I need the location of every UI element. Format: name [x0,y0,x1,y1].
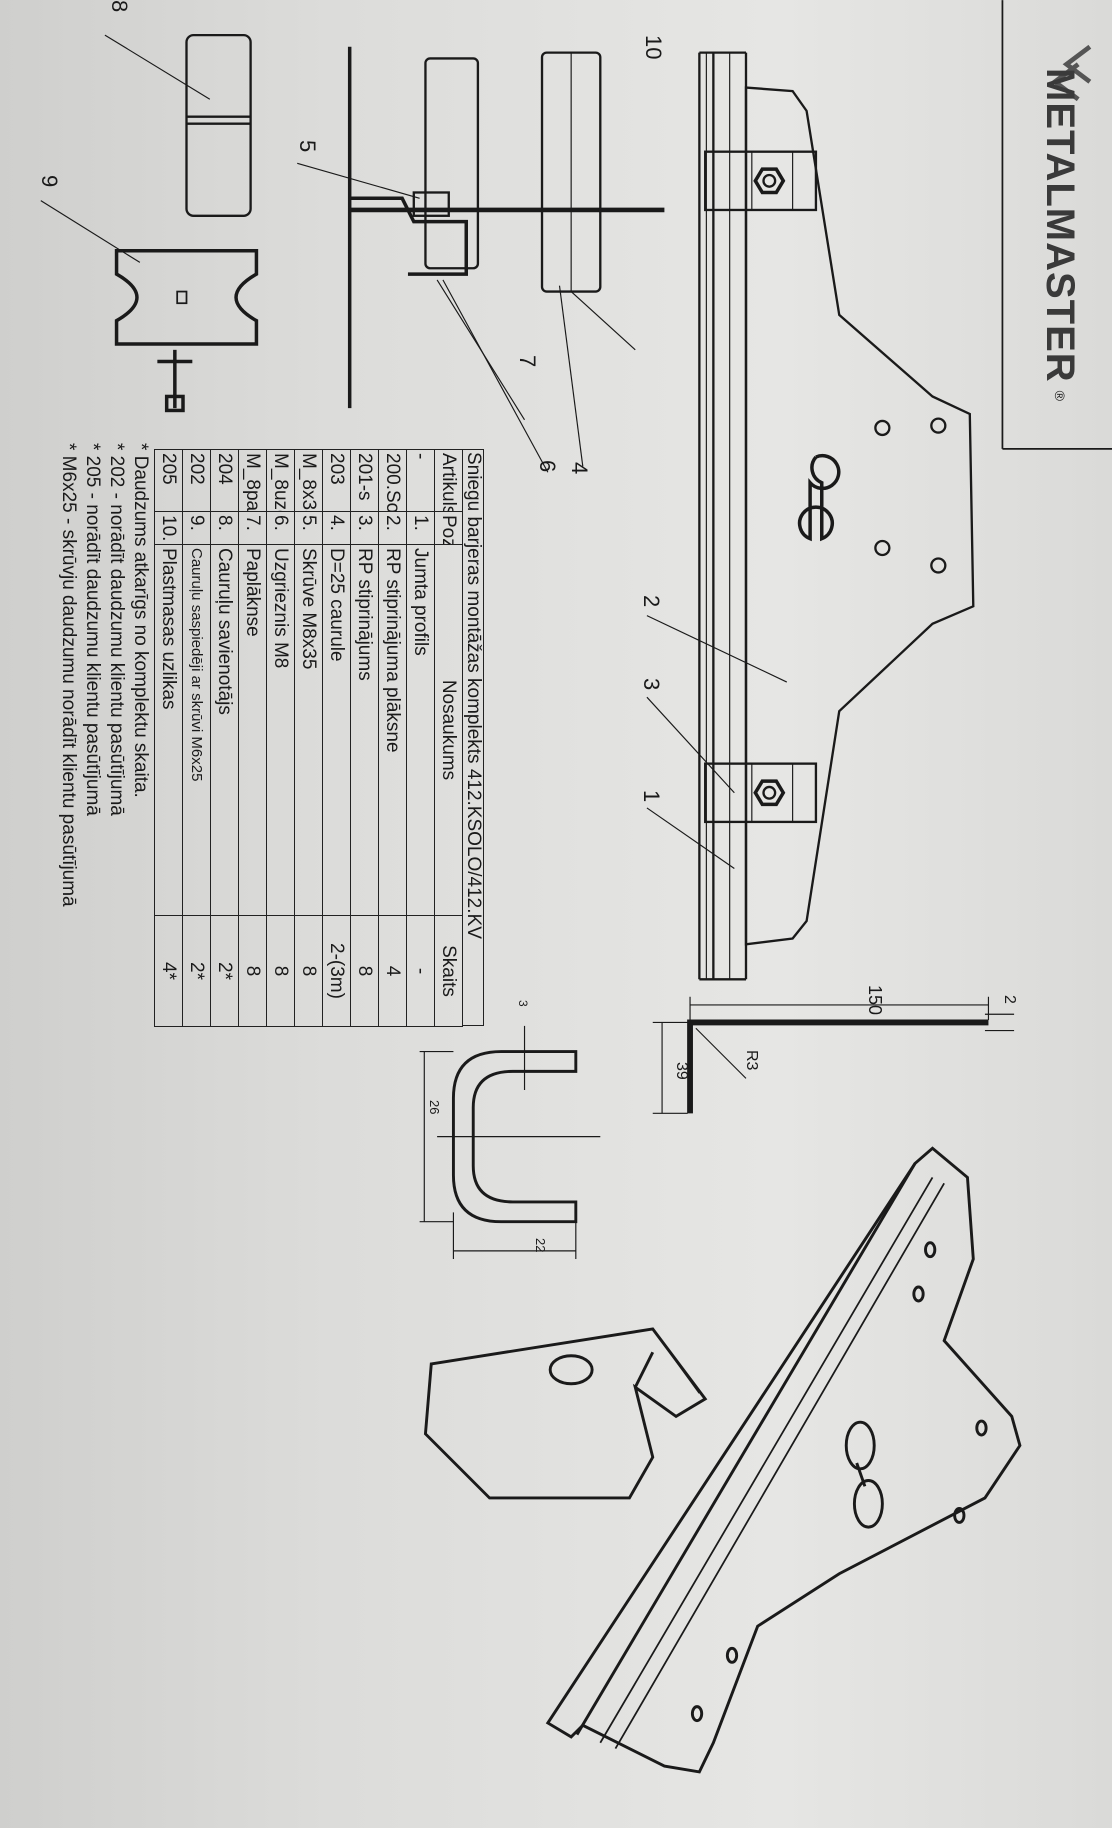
cell-skaits: 2-(3m) [322,915,351,1027]
table-title: Sniegu barjeras montāžas komplekts 412.K… [463,449,484,1026]
note: * M6x25 - skrūvju daudzumu norādīt klien… [58,443,79,907]
cell-nosaukums: Paplāknse [238,544,267,916]
cell-artikuls: M_8uzgr. [266,449,295,512]
cell-nosaukums: Cauruļu saspiedēji ar skrūvi M6x25 [182,544,211,916]
logo-frame [1001,0,1112,450]
cell-skaits: 4 [378,915,407,1027]
note: * 205 - norādīt daudzumu klientu pasūtīj… [82,443,103,816]
table-row: -1.Jumta profils- [406,449,435,1027]
bracket-isometric [545,1146,1022,1774]
cell-nosaukums: RP stiprinājums [350,544,379,916]
header-artikuls: Artikuls [434,449,463,512]
cell-artikuls: 202 [182,449,211,512]
cell-artikuls: 203 [322,449,351,512]
dim-radius: R3 [743,1050,760,1071]
dim-u-width: 22 [533,1238,548,1253]
callout-1: 1 [639,790,664,803]
cell-artikuls: M_8x35 [294,449,323,512]
callout-10: 10 [641,35,666,60]
header-nosaukums: Nosaukums [434,544,463,916]
cell-artikuls: - [406,449,435,512]
cell-poz: 1. [406,511,435,545]
cell-poz: 2. [378,511,407,545]
cell-nosaukums: D=25 caurule [322,544,351,916]
cell-poz: 9. [182,511,211,545]
cell-skaits: 8 [238,915,267,1027]
profile-section [652,996,1015,1114]
notes: * Daudzums atkarīgs no komplektu skaita.… [56,443,152,1023]
cell-nosaukums: Uzgrieznis M8 [266,544,295,916]
callout-6: 6 [535,460,560,473]
cell-skaits: 4* [154,915,183,1027]
cell-artikuls: 201-s [350,449,379,512]
cell-skaits: 8 [294,915,323,1027]
brand-logo: METALMASTER ® [1030,41,1090,401]
bracket-plate-top-view [646,51,975,981]
cell-artikuls: 200.SoloValc [378,449,407,512]
clamp-isometric [423,1327,708,1500]
cell-skaits: 2* [182,915,211,1027]
cell-artikuls: 204 [210,449,239,512]
cell-skaits: 8 [266,915,295,1027]
cell-nosaukums: RP stiprinājuma plāksne [378,544,407,916]
dim-u-thickness: 3 [516,1000,530,1007]
callout-7: 7 [515,355,540,368]
cell-poz: 6. [266,511,295,545]
header-skaits: Skaits [434,915,463,1027]
u-clamp-section [419,1025,601,1260]
callout-9: 9 [37,175,62,188]
callout-5: 5 [295,140,320,153]
dim-length: 150 [865,985,885,1016]
cell-poz: 8. [210,511,239,545]
cell-nosaukums: Plastmasas uzlikas [154,544,183,916]
cell-poz: 3. [350,511,379,545]
tube-connector [104,33,252,217]
cell-poz: 5. [294,511,323,545]
assembly-section [297,46,665,473]
dim-height: 39 [673,1062,690,1080]
callout-2: 2 [639,595,664,608]
tube-clamp [40,200,259,413]
cell-skaits: - [406,915,435,1027]
cell-skaits: 8 [350,915,379,1027]
cell-poz: 4. [322,511,351,545]
logo-mountain-icon [1050,44,1092,102]
parts-table: Sniegu barjeras montāžas komplekts 412.K… [154,449,484,1027]
cell-poz: 7. [238,511,267,545]
note: * 202 - norādīt daudzumu klientu pasūtīj… [106,443,127,816]
cell-nosaukums: Jumta profils [406,544,435,916]
cell-poz: 10. [154,511,183,545]
cell-skaits: 2* [210,915,239,1027]
callout-3: 3 [639,678,664,691]
brand-name: METALMASTER [1038,68,1083,383]
registered-mark: ® [1052,390,1068,401]
cell-artikuls: 205 [154,449,183,512]
cell-nosaukums: Cauruļu savienotājs [210,544,239,916]
cell-nosaukums: Skrūve M8x35 [294,544,323,916]
dim-u-height: 26 [427,1100,442,1115]
note: * Daudzums atkarīgs no komplektu skaita. [130,443,151,798]
callout-4: 4 [567,462,592,475]
cell-artikuls: M_8papl. [238,449,267,512]
header-poz: Poz. [434,511,463,545]
dim-thickness: 2 [1001,995,1018,1004]
callout-8: 8 [107,0,132,13]
